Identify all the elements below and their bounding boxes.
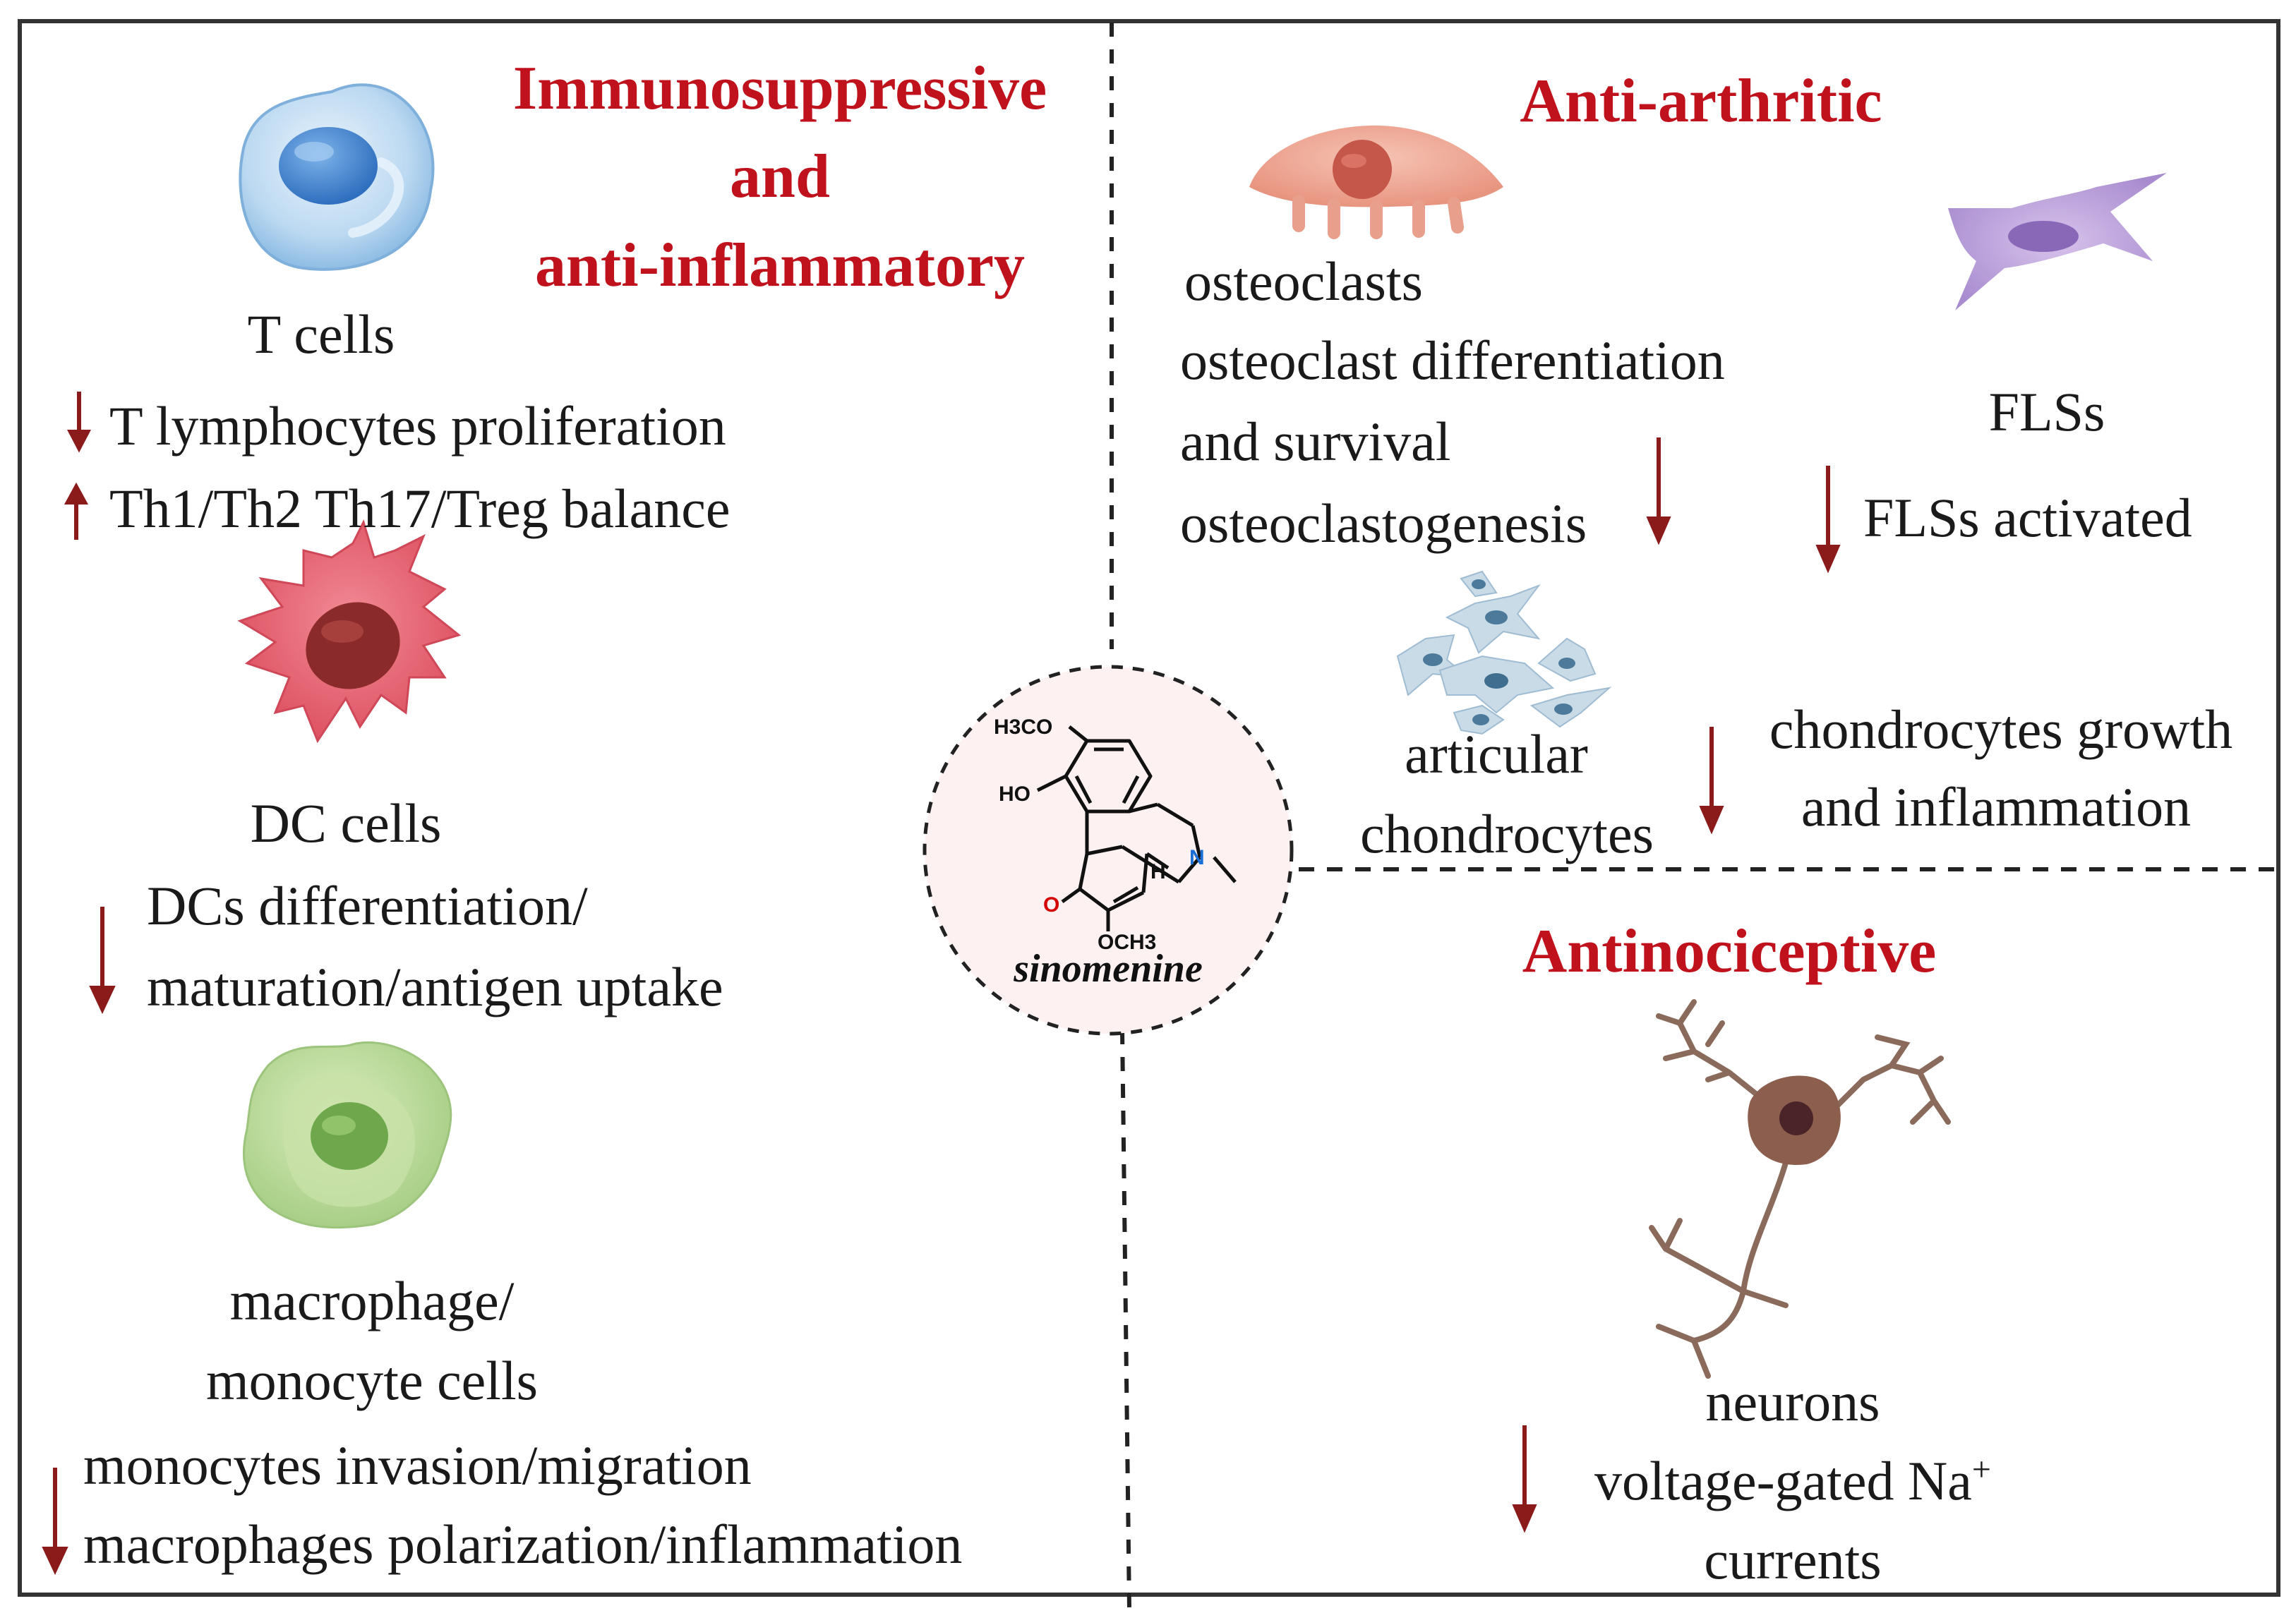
atom-o: O — [1043, 893, 1059, 917]
dc-cells-label: DC cells — [250, 792, 442, 854]
flss-effect-text: FLSs activated — [1863, 487, 2192, 548]
heading-immunosuppressive-line2: and — [730, 143, 830, 211]
neurons-effect-line1-text: voltage-gated Na — [1594, 1450, 1972, 1511]
arrow-up-th-balance — [64, 482, 89, 540]
osteoclasts-label: osteoclasts — [1184, 250, 1423, 312]
macrophage-label-line2: monocyte cells — [205, 1350, 539, 1411]
arrows — [42, 392, 1841, 1576]
heading-immunosuppressive-line1: Immunosuppressive — [512, 54, 1047, 123]
atom-h: H — [1150, 860, 1166, 883]
atom-och3: OCH3 — [1098, 931, 1156, 954]
osteoclast-effect-line1: osteoclast differentiation — [1180, 330, 1725, 391]
arrow-down-dcs — [89, 907, 116, 1015]
t-lymphocytes-proliferation-text: T lymphocytes proliferation — [109, 395, 726, 457]
chondrocytes-effect-line2: and inflammation — [1801, 776, 2192, 838]
divider-vertical-bottom — [1120, 1029, 1131, 1609]
neurons-label: neurons — [1705, 1371, 1880, 1432]
sinomenine-structure — [1036, 725, 1237, 931]
arrow-down-t-prolif — [67, 392, 91, 453]
monocytes-effect-line1: monocytes invasion/migration — [83, 1434, 752, 1496]
outer-border — [18, 19, 2280, 1597]
macrophage-icon — [243, 1041, 452, 1229]
flss-label: FLSs — [1988, 381, 2105, 442]
macrophage-label-line1: macrophage/ — [229, 1270, 515, 1331]
fls-icon — [1948, 173, 2167, 310]
neurons-effect-line1: voltage-gated Na+ — [1594, 1451, 1991, 1509]
dcs-effect-line2: maturation/antigen uptake — [147, 956, 723, 1017]
osteoclast-icon — [1249, 125, 1503, 239]
sinomenine-atom-labels: H3CO HO N H O OCH3 — [994, 715, 1205, 954]
th-balance-text: Th1/Th2 Th17/Treg balance — [109, 478, 731, 539]
heading-immunosuppressive-line3: anti-inflammatory — [534, 231, 1026, 300]
chondrocytes-icon — [1396, 570, 1612, 735]
osteoclast-effect-line3: osteoclastogenesis — [1180, 493, 1587, 554]
atom-h3co: H3CO — [994, 715, 1052, 739]
chondrocytes-effect-line1: chondrocytes growth — [1769, 699, 2233, 760]
arrow-down-chondro — [1699, 727, 1724, 835]
arrow-down-neurons — [1512, 1425, 1537, 1533]
arrow-down-osteoclast — [1646, 437, 1671, 545]
t-cell-icon — [239, 83, 435, 271]
t-cells-label: T cells — [247, 303, 395, 365]
arrow-down-monocytes — [42, 1468, 68, 1576]
neuron-icon — [1649, 999, 1951, 1379]
dcs-effect-line1: DCs differentiation/ — [147, 875, 588, 936]
dc-cell-icon — [237, 519, 462, 744]
heading-anti-arthritic: Anti-arthritic — [1520, 67, 1882, 135]
compound-name: sinomenine — [1014, 947, 1203, 991]
chondrocytes-label-line1: articular — [1405, 723, 1588, 785]
heading-antinociceptive: Antinociceptive — [1522, 917, 1937, 986]
neuron-body-icon — [1748, 1075, 1841, 1165]
monocytes-effect-line2: macrophages polarization/inflammation — [83, 1514, 963, 1575]
osteoclast-effect-line2: and survival — [1180, 411, 1451, 472]
atom-ho: HO — [999, 783, 1030, 806]
atom-n: N — [1189, 846, 1205, 869]
neurons-effect-superscript: + — [1971, 1451, 1991, 1488]
chondrocytes-label-line2: chondrocytes — [1360, 803, 1654, 864]
neurons-effect-line2: currents — [1704, 1529, 1882, 1590]
arrow-down-fls — [1815, 466, 1841, 574]
